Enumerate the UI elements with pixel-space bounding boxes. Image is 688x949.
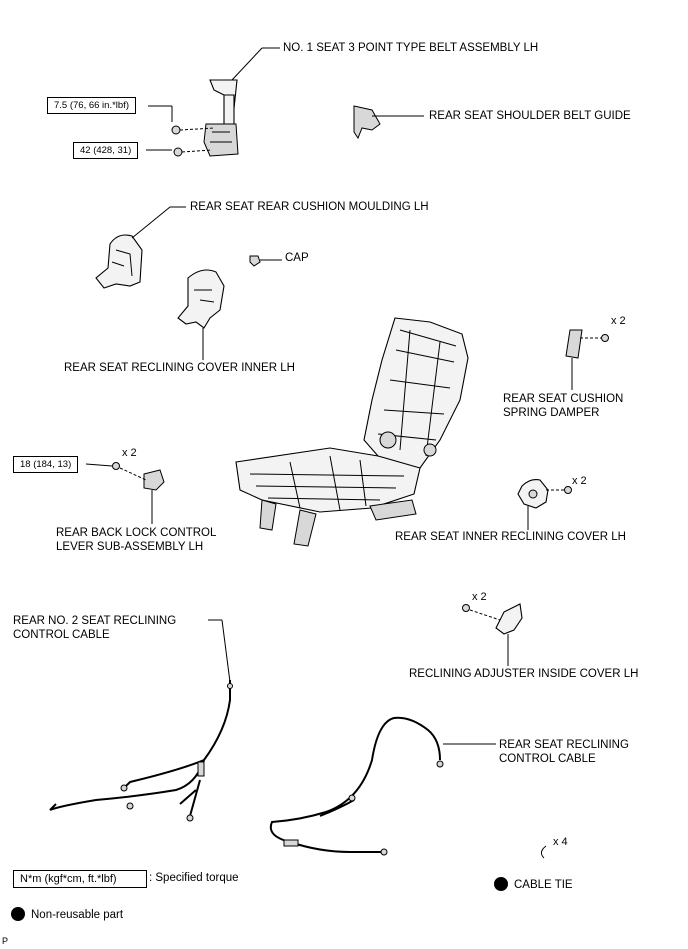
nonreusable-mark-cable-tie [494,877,508,891]
label-belt-assembly: NO. 1 SEAT 3 POINT TYPE BELT ASSEMBLY LH [283,42,539,54]
reclining-cover-inner-illustration [177,269,225,329]
no2-reclining-cable-illustration [49,680,233,822]
label-spring-damper-line2: SPRING DAMPER [503,407,600,419]
spring-damper-illustration [565,329,609,359]
inner-reclining-cover-illustration [517,479,572,509]
label-inner-reclining-cover: REAR SEAT INNER RECLINING COVER LH [395,531,626,543]
seat-frame-illustration [235,317,469,547]
qty-cable-tie: x 4 [553,836,568,848]
footer-code: P [2,936,9,946]
qty-spring-damper: x 2 [611,315,626,327]
label-reclining-cover-inner: REAR SEAT RECLINING COVER INNER LH [64,362,295,374]
back-lock-lever-illustration [85,462,165,491]
legend-nonreusable-text: Non-reusable part [31,909,124,921]
cap-icon [249,255,261,267]
label-reclining-cable-line2: CONTROL CABLE [499,753,596,765]
belt-bolt-icon [148,105,215,135]
label-no2-cable-line1: REAR NO. 2 SEAT RECLINING [13,615,177,627]
nonreusable-mark-legend [11,907,25,921]
belt-assembly-illustration [203,79,239,157]
adjuster-inside-cover-illustration [462,603,523,635]
belt-leader [231,47,263,81]
label-rear-cushion-moulding: REAR SEAT REAR CUSHION MOULDING LH [190,201,429,213]
label-reclining-cable-line1: REAR SEAT RECLINING [499,739,629,751]
label-cap: CAP [285,252,309,264]
label-back-lock-lever-line2: LEVER SUB-ASSEMBLY LH [56,541,204,553]
belt-nut-icon [146,147,213,157]
label-spring-damper-line1: REAR SEAT CUSHION [503,393,624,405]
cushion-moulding-illustration [95,234,143,289]
reclining-cable-illustration [269,716,444,856]
qty-adjuster-cover: x 2 [472,591,487,603]
label-shoulder-belt-guide: REAR SEAT SHOULDER BELT GUIDE [429,110,631,122]
torque-box-belt-bolt: 7.5 (76, 66 in.*lbf) [47,97,136,114]
qty-lever: x 2 [122,447,137,459]
torque-box-belt-nut: 42 (428, 31) [73,142,139,159]
legend-torque-unit-box: N*m (kgf*cm, ft.*lbf) [13,870,147,888]
label-back-lock-lever-line1: REAR BACK LOCK CONTROL [56,527,217,539]
cable-tie-icon [540,845,547,859]
torque-box-lever-nut: 18 (184, 13) [13,456,79,473]
label-no2-cable-line2: CONTROL CABLE [13,629,110,641]
qty-inner-cover: x 2 [572,475,587,487]
label-cable-tie: CABLE TIE [514,879,573,891]
legend-torque-text: : Specified torque [149,872,239,884]
label-adjuster-inside-cover: RECLINING ADJUSTER INSIDE COVER LH [409,668,639,680]
shoulder-belt-guide-illustration [353,105,381,140]
